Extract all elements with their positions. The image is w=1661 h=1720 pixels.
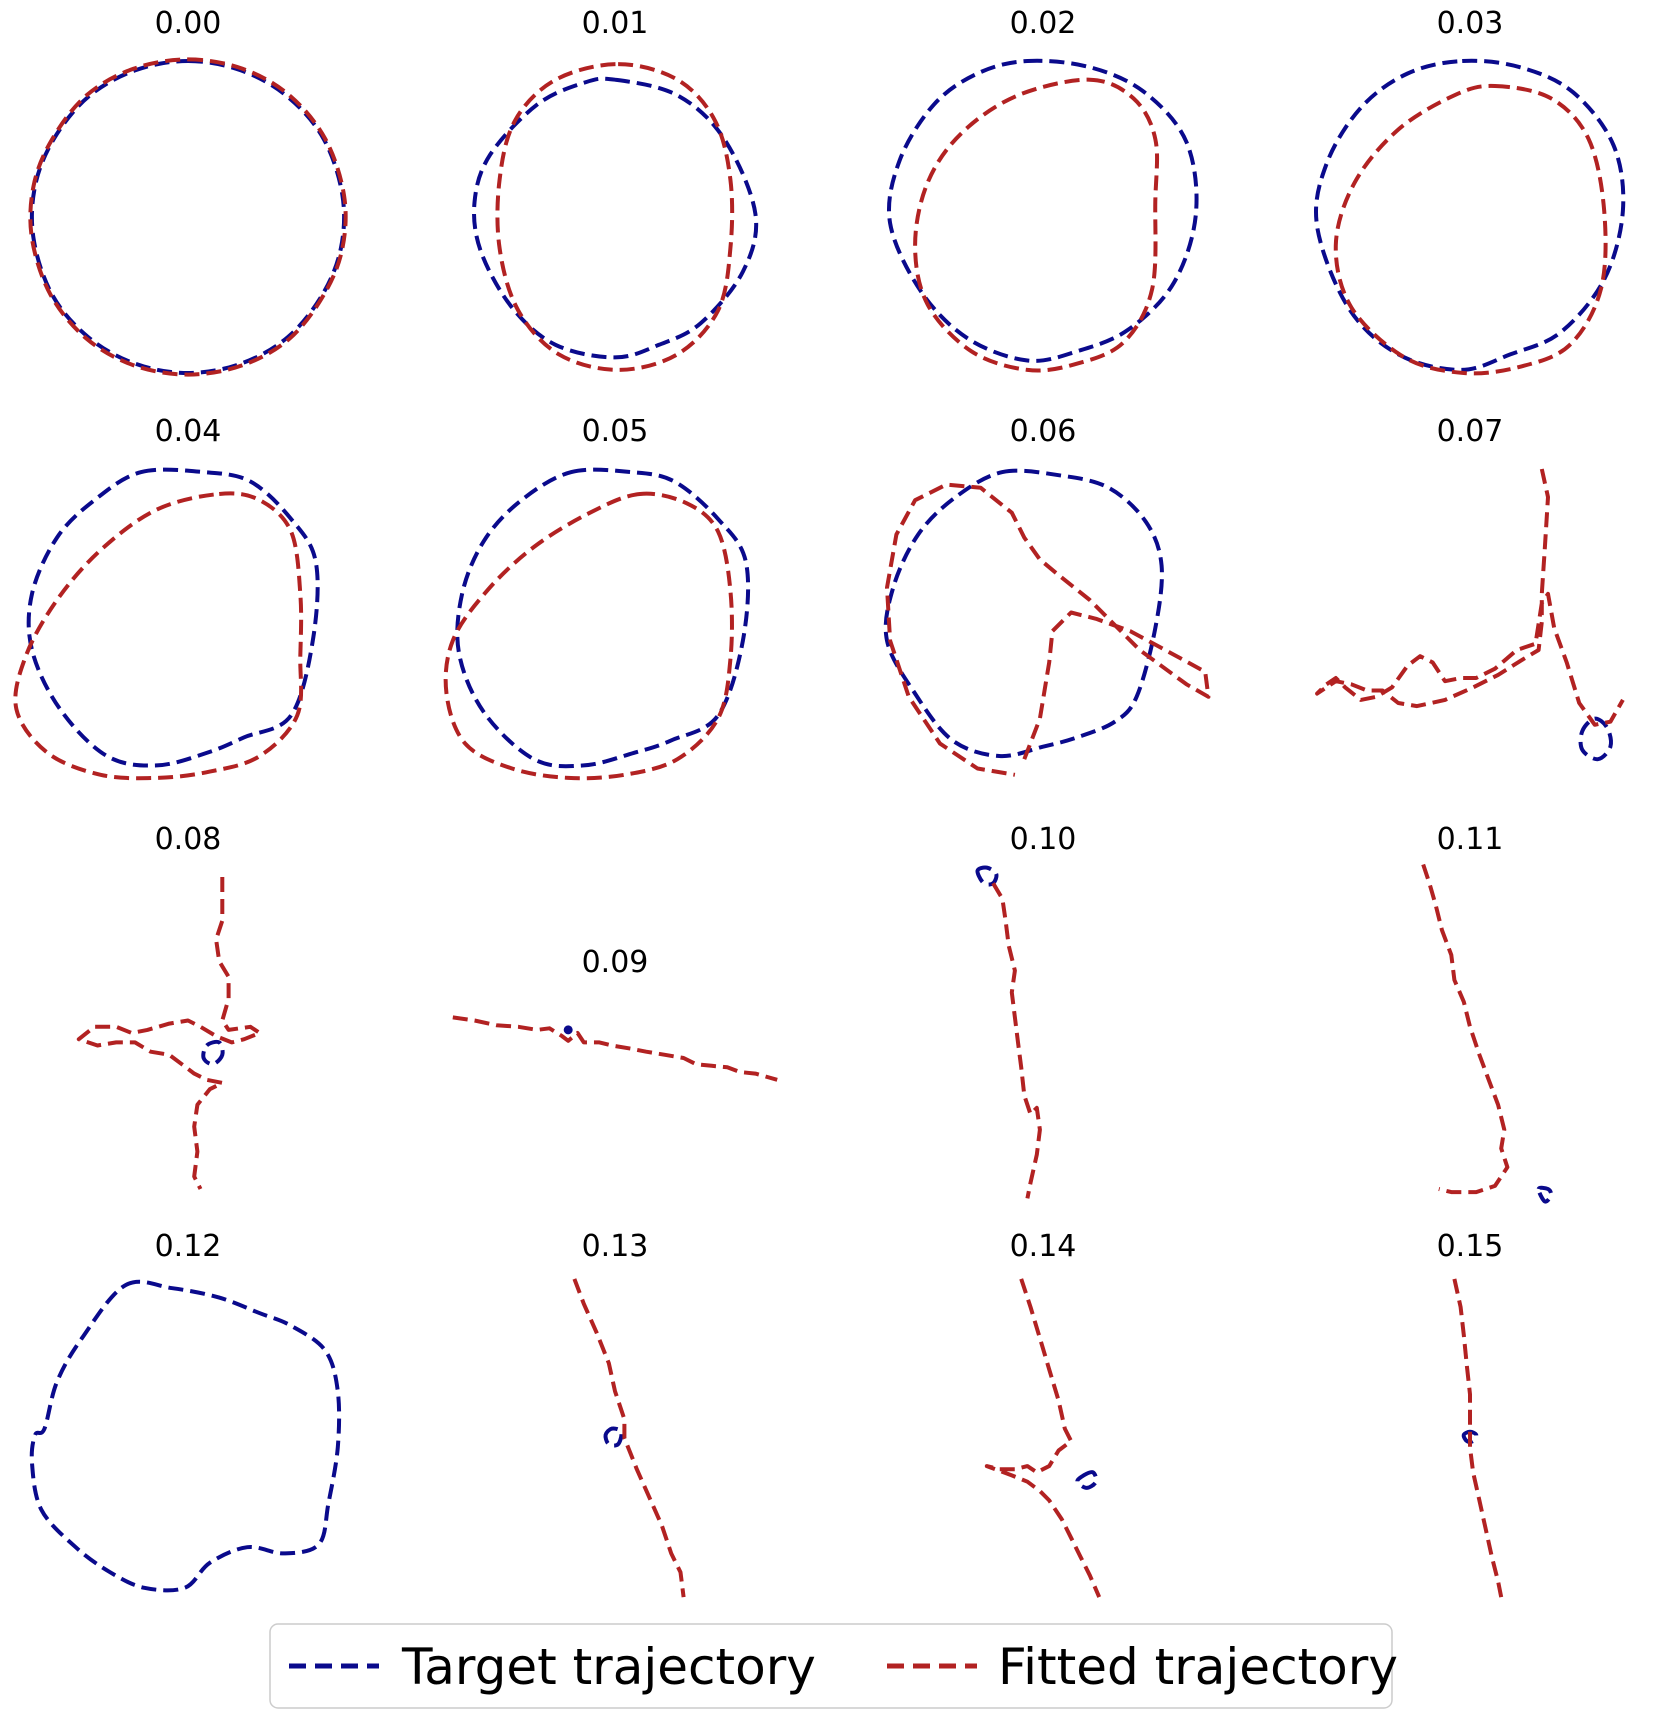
- fitted-trajectory-line: [13, 491, 304, 781]
- panel-title: 0.09: [582, 945, 649, 980]
- fitted-trajectory-line: [452, 1015, 778, 1082]
- panel-0.08: 0.08: [76, 822, 262, 1190]
- panel-title: 0.10: [1010, 822, 1077, 857]
- target-trajectory-line: [1536, 1185, 1554, 1204]
- legend-label-fitted: Fitted trajectory: [998, 1638, 1398, 1696]
- fitted-trajectory-line: [572, 1278, 686, 1598]
- panel-title: 0.01: [582, 6, 649, 41]
- target-trajectory-line: [886, 58, 1199, 363]
- panel-title: 0.00: [155, 6, 222, 41]
- panel-0.02: 0.02: [886, 6, 1199, 373]
- fitted-trajectory-line: [1421, 863, 1510, 1195]
- fitted-trajectory-line: [984, 1278, 1102, 1598]
- panel-title: 0.04: [155, 414, 222, 449]
- panel-title: 0.05: [582, 414, 649, 449]
- panel-0.13: 0.13: [572, 1229, 686, 1598]
- target-trajectory-line: [1313, 58, 1626, 372]
- target-trajectory-line: [29, 59, 347, 375]
- fitted-trajectory-line: [495, 62, 735, 372]
- fitted-trajectory-line: [443, 491, 734, 781]
- target-marker: [563, 1025, 573, 1035]
- fitted-trajectory-line: [1315, 468, 1625, 727]
- fitted-trajectory-line: [28, 57, 348, 377]
- panel-title: 0.12: [155, 1229, 222, 1264]
- target-trajectory-line: [883, 468, 1164, 759]
- panel-0.05: 0.05: [443, 414, 751, 781]
- panel-0.14: 0.14: [984, 1229, 1102, 1598]
- panel-0.12: 0.12: [29, 1229, 342, 1593]
- panel-0.15: 0.15: [1437, 1229, 1504, 1598]
- panel-grid: 0.00 0.01 0.02 0.03 0.04 0.05 0.06 0.07 0.08 0.09…: [13, 6, 1626, 1598]
- panel-0.00: 0.00: [28, 6, 348, 377]
- fitted-trajectory-line: [1452, 1278, 1504, 1598]
- panel-title: 0.14: [1010, 1229, 1077, 1264]
- panel-title: 0.13: [582, 1229, 649, 1264]
- legend: Target trajectory Fitted trajectory: [269, 1623, 1398, 1709]
- legend-box: [269, 1623, 1393, 1709]
- panel-title: 0.07: [1437, 414, 1504, 449]
- panel-0.07: 0.07: [1315, 414, 1625, 762]
- panel-title: 0.15: [1437, 1229, 1504, 1264]
- target-trajectory-line: [472, 76, 759, 360]
- fitted-trajectory-line: [913, 77, 1160, 373]
- panel-0.01: 0.01: [472, 6, 759, 372]
- panel-0.03: 0.03: [1313, 6, 1626, 376]
- panel-title: 0.02: [1010, 6, 1077, 41]
- panel-title: 0.08: [155, 822, 222, 857]
- panel-0.10: 0.10: [975, 822, 1077, 1199]
- fitted-trajectory-line: [885, 482, 1211, 777]
- fitted-trajectory-line: [76, 877, 262, 1190]
- target-trajectory-line: [455, 467, 751, 769]
- target-trajectory-line: [1578, 716, 1613, 762]
- panel-0.04: 0.04: [13, 414, 320, 781]
- target-trajectory-line: [201, 1039, 225, 1067]
- target-trajectory-line: [29, 1279, 342, 1593]
- target-trajectory-line: [975, 865, 999, 887]
- panel-0.09: 0.09: [452, 945, 778, 1082]
- panel-title: 0.06: [1010, 414, 1077, 449]
- panel-0.11: 0.11: [1421, 822, 1554, 1204]
- panel-title: 0.03: [1437, 6, 1504, 41]
- legend-label-target: Target trajectory: [401, 1638, 816, 1696]
- target-trajectory-line: [26, 467, 320, 768]
- panel-title: 0.11: [1437, 822, 1504, 857]
- fitted-trajectory-line: [1333, 83, 1608, 376]
- target-trajectory-line: [1075, 1470, 1099, 1490]
- panel-0.06: 0.06: [883, 414, 1211, 777]
- target-trajectory-line: [603, 1426, 624, 1448]
- fitted-trajectory-line: [991, 882, 1042, 1199]
